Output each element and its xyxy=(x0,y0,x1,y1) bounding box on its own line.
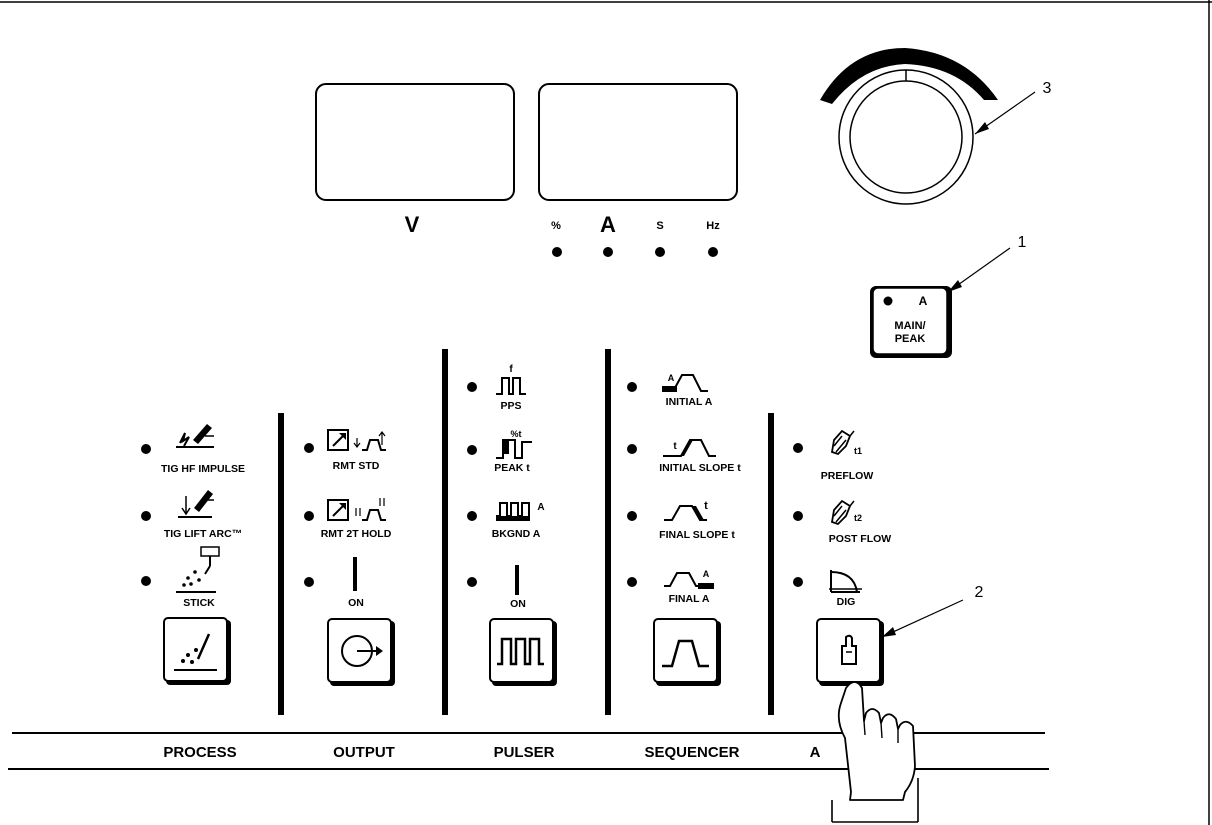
main-peak-label-line1: MAIN/ xyxy=(894,320,925,332)
rmt-std-icon xyxy=(328,430,386,450)
pulser-pps-label: PPS xyxy=(500,400,521,412)
main-peak-amp-label: A xyxy=(919,294,928,308)
output-rmt-2t-label: RMT 2T HOLD xyxy=(321,528,392,540)
section-title-sequencer: SEQUENCER xyxy=(644,744,739,761)
final-slope-t-icon: t xyxy=(664,500,708,520)
sequencer-final-a-label: FINAL A xyxy=(669,593,710,605)
callout-2-number: 2 xyxy=(975,584,984,601)
svg-text:A: A xyxy=(703,569,710,579)
output-on-label: ON xyxy=(348,597,364,609)
svg-text:A: A xyxy=(537,502,544,513)
control-knob[interactable] xyxy=(839,70,973,204)
svg-text:t: t xyxy=(673,441,677,452)
preflow-torch-icon: t1 xyxy=(832,431,862,456)
output-on-led xyxy=(304,577,314,587)
svg-text:%t: %t xyxy=(511,429,522,439)
pulser-on-icon xyxy=(515,565,519,595)
section-title-adv: A xyxy=(810,744,821,761)
final-a-icon: A xyxy=(664,569,714,589)
pulser-bkgnd-label: BKGND A xyxy=(492,528,541,540)
callout-3-arrowhead xyxy=(975,122,989,134)
main-peak-label-line2: PEAK xyxy=(895,333,926,345)
section-title-pulser: PULSER xyxy=(494,744,555,761)
pps-icon: f xyxy=(496,364,526,394)
dig-curve-icon xyxy=(829,570,862,592)
rmt-2t-hold-icon xyxy=(328,498,386,520)
amperage-display xyxy=(539,84,737,200)
pulser-bkgnd-led xyxy=(467,511,477,521)
sequencer-final-slope-label: FINAL SLOPE t xyxy=(659,529,735,541)
divider-process-output xyxy=(278,413,284,715)
sequencer-select-button[interactable] xyxy=(654,619,717,682)
bkgnd-a-icon: A xyxy=(496,502,545,521)
hertz-unit-label: Hz xyxy=(706,220,720,232)
svg-text:f: f xyxy=(509,364,513,375)
initial-a-icon: A xyxy=(662,373,708,391)
callout-3-number: 3 xyxy=(1043,80,1052,97)
adv-preflow-led xyxy=(793,443,803,453)
peak-t-icon: %t xyxy=(496,429,532,458)
svg-text:t: t xyxy=(704,500,708,512)
adv-select-button[interactable] xyxy=(817,619,880,682)
amp-indicator-led xyxy=(603,247,613,257)
process-tig-hf-label: TIG HF IMPULSE xyxy=(161,463,245,475)
adv-dig-led xyxy=(793,577,803,587)
svg-text:t1: t1 xyxy=(854,446,862,456)
pulser-peak-t-label: PEAK t xyxy=(494,462,530,474)
svg-text:t2: t2 xyxy=(854,513,862,523)
pulser-peak-t-led xyxy=(467,445,477,455)
main-peak-indicator-led xyxy=(884,297,893,306)
adv-postflow-led xyxy=(793,511,803,521)
pulser-pps-led xyxy=(467,382,477,392)
section-title-process: PROCESS xyxy=(163,744,236,761)
sequencer-initial-slope-label: INITIAL SLOPE t xyxy=(659,462,741,474)
percent-indicator-led xyxy=(552,247,562,257)
process-tig-lift-label: TIG LIFT ARC™ xyxy=(164,528,242,540)
process-stick-led xyxy=(141,576,151,586)
sequencer-initial-a-led xyxy=(627,382,637,392)
sequencer-final-slope-led xyxy=(627,511,637,521)
callout-1-arrowhead xyxy=(948,280,962,292)
output-on-icon xyxy=(353,557,357,591)
output-rmt-std-label: RMT STD xyxy=(333,460,380,472)
postflow-torch-icon: t2 xyxy=(832,501,862,524)
callout-2-arrowhead xyxy=(882,627,896,637)
seconds-indicator-led xyxy=(655,247,665,257)
initial-slope-t-icon: t xyxy=(663,440,716,456)
pointing-hand-icon xyxy=(839,682,915,800)
divider-output-pulser xyxy=(442,349,448,715)
divider-sequencer-adv xyxy=(768,413,774,715)
tig-hf-impulse-icon xyxy=(176,424,214,447)
adv-dig-label: DIG xyxy=(837,596,856,608)
hertz-indicator-led xyxy=(708,247,718,257)
svg-text:A: A xyxy=(668,373,675,383)
sequencer-initial-slope-led xyxy=(627,444,637,454)
output-rmt-std-led xyxy=(304,443,314,453)
voltage-display xyxy=(316,84,514,200)
process-stick-label: STICK xyxy=(183,597,215,609)
process-tig-lift-led xyxy=(141,511,151,521)
percent-unit-label: % xyxy=(551,220,561,232)
adv-postflow-label: POST FLOW xyxy=(829,533,892,545)
pulser-on-label: ON xyxy=(510,598,526,610)
process-tig-hf-led xyxy=(141,444,151,454)
pulser-on-led xyxy=(467,577,477,587)
pulser-select-button[interactable] xyxy=(490,619,553,682)
stick-electrode-icon xyxy=(176,547,219,592)
callout-1-number: 1 xyxy=(1018,234,1027,251)
sequencer-final-a-led xyxy=(627,577,637,587)
sequencer-initial-a-label: INITIAL A xyxy=(666,396,713,408)
amp-unit-label: A xyxy=(600,212,616,237)
volt-unit-label: V xyxy=(405,212,420,237)
tig-lift-arc-icon xyxy=(178,490,214,517)
output-rmt-2t-led xyxy=(304,511,314,521)
divider-pulser-sequencer xyxy=(605,349,611,715)
section-title-output: OUTPUT xyxy=(333,744,395,761)
seconds-unit-label: S xyxy=(656,220,663,232)
adv-preflow-label: PREFLOW xyxy=(821,470,874,482)
